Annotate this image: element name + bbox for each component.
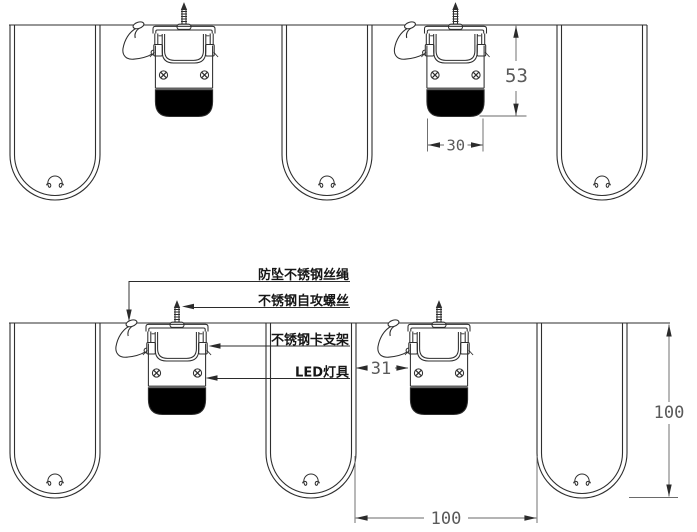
bottom-section-view: 防坠不锈钢丝绳 不锈钢自攻螺丝 不锈钢卡支架 LED灯具 31 100 100 [9, 267, 684, 529]
dim-arrowhead-icon [205, 375, 218, 381]
dim-arrowhead-icon [666, 324, 672, 337]
label-wire-rope: 防坠不锈钢丝绳 [258, 267, 349, 283]
callout-leaders [128, 281, 350, 379]
led-fixture-assembly [377, 300, 474, 416]
dim-arrowhead-icon [524, 515, 537, 521]
label-led-fixture: LED灯具 [295, 365, 349, 381]
dim-baffle-height [629, 324, 678, 498]
extension-line [354, 456, 538, 523]
extension-line [427, 118, 484, 152]
led-fixture-assembly [115, 300, 212, 416]
dim-text-baffle-gap: 31 [371, 359, 391, 379]
dim-arrowhead-icon [355, 365, 368, 371]
dim-text-fixture-width: 30 [446, 137, 465, 155]
label-self-tapping-screw: 不锈钢自攻螺丝 [258, 293, 349, 309]
dim-arrowheads [126, 25, 672, 521]
dim-text-fixture-height: 53 [505, 65, 528, 87]
baffle-profile [281, 24, 373, 201]
dim-text-baffle-spacing: 100 [431, 509, 462, 529]
dim-arrowhead-icon [208, 343, 221, 349]
callout-labels: 防坠不锈钢丝绳 不锈钢自攻螺丝 不锈钢卡支架 LED灯具 [258, 267, 349, 381]
dim-arrowhead-icon [126, 309, 132, 322]
dim-arrowhead-icon [513, 25, 519, 38]
led-fixture-assembly [122, 2, 219, 118]
led-fixture-assembly [393, 2, 491, 118]
dim-arrowhead-icon [666, 484, 672, 497]
baffle-profile [9, 322, 101, 499]
dim-arrowhead-icon [182, 303, 194, 310]
baffle-profile [265, 322, 357, 499]
baffle-profile [536, 322, 628, 499]
baffle-profile [556, 24, 648, 201]
dim-arrowhead-icon [355, 515, 368, 521]
leader-wire-rope [128, 281, 350, 313]
dim-arrowhead-icon [396, 365, 409, 371]
dim-arrowhead-icon [471, 142, 483, 148]
baffle-profile [9, 24, 101, 201]
top-section-view: 53 30 [9, 2, 648, 201]
dim-text-baffle-height: 100 [654, 403, 685, 423]
label-clip-bracket: 不锈钢卡支架 [271, 332, 349, 348]
dim-arrowhead-icon [428, 142, 440, 148]
dim-arrowhead-icon [513, 103, 519, 116]
